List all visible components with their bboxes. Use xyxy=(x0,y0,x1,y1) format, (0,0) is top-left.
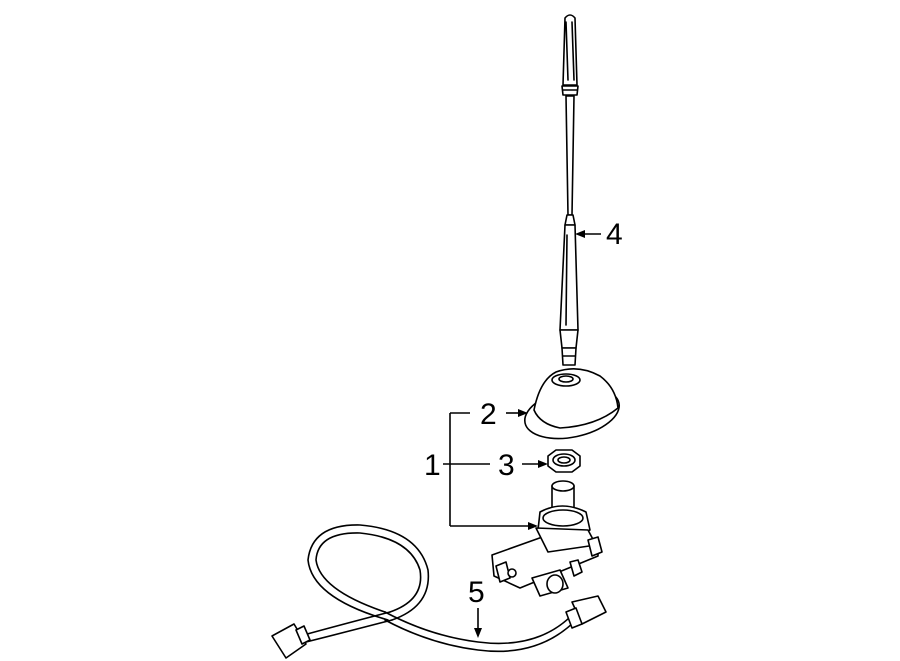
antenna-base-assembly xyxy=(491,480,603,597)
antenna-base-cover xyxy=(523,368,621,440)
antenna-cable xyxy=(271,524,607,659)
antenna-mast xyxy=(559,14,579,366)
callout-bracket xyxy=(443,409,548,530)
callout-1: 1 xyxy=(424,449,441,482)
antenna-nut xyxy=(547,449,581,473)
callout-5: 5 xyxy=(468,576,485,609)
callout-5-leader xyxy=(474,608,482,638)
callout-2: 2 xyxy=(480,398,497,431)
callout-4: 4 xyxy=(606,218,623,251)
callout-3: 3 xyxy=(498,449,515,482)
callout-4-leader xyxy=(575,230,601,238)
